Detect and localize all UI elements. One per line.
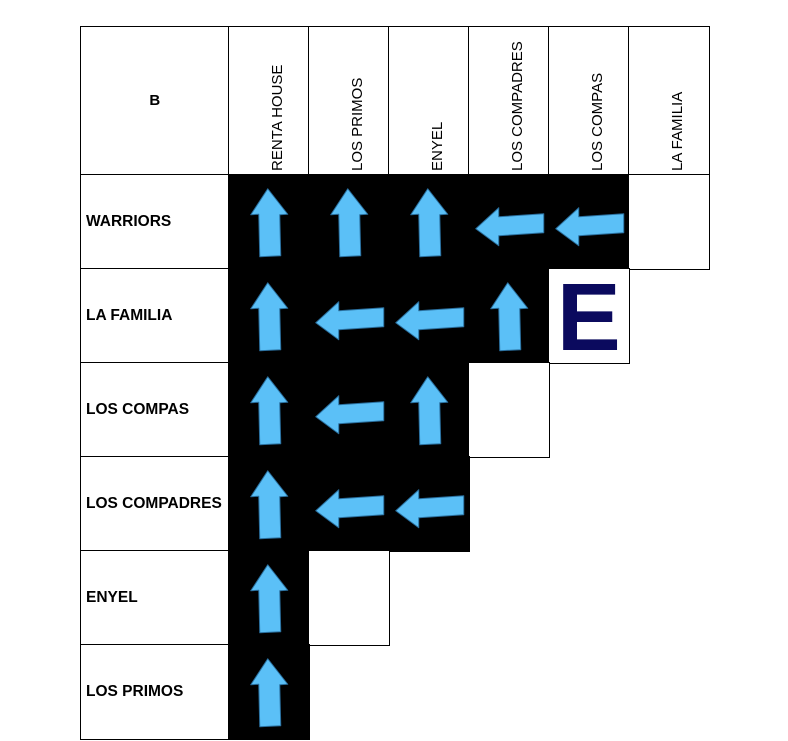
cell-arrow-up xyxy=(228,644,310,740)
arrow-up-icon xyxy=(490,282,529,352)
cell-arrow-up xyxy=(228,362,310,458)
cell-arrow-left xyxy=(388,268,470,364)
arrow-up-icon xyxy=(250,658,289,728)
cell-arrow-left xyxy=(308,268,390,364)
arrow-left-icon xyxy=(555,207,625,247)
cell-arrow-up xyxy=(228,550,310,646)
column-header-label: RENTA HOUSE xyxy=(268,64,286,171)
arrow-up-icon xyxy=(250,470,289,540)
column-header-label: ENYEL xyxy=(428,121,446,171)
row-header-warriors: WARRIORS xyxy=(80,174,230,270)
cell-arrow-left xyxy=(388,456,470,552)
column-header-los-compadres: LOS COMPADRES xyxy=(468,26,550,176)
column-header-la-familia: LA FAMILIA xyxy=(628,26,710,176)
cell-empty xyxy=(468,362,550,458)
corner-label: B xyxy=(80,26,230,176)
cell-arrow-up xyxy=(388,174,470,270)
cell-empty xyxy=(308,550,390,646)
column-header-renta-house: RENTA HOUSE xyxy=(228,26,310,176)
cell-letter-text: E xyxy=(556,263,621,371)
arrow-left-icon xyxy=(395,301,465,341)
cell-empty xyxy=(628,174,710,270)
arrow-left-icon xyxy=(315,489,385,529)
cell-arrow-left xyxy=(308,456,390,552)
arrow-left-icon xyxy=(395,489,465,529)
arrow-up-icon xyxy=(250,282,289,352)
cell-arrow-left xyxy=(308,362,390,458)
cell-arrow-left xyxy=(548,174,630,270)
row-header-la-familia: LA FAMILIA xyxy=(80,268,230,364)
arrow-left-icon xyxy=(315,395,385,435)
cell-arrow-up xyxy=(228,174,310,270)
row-header-los-primos: LOS PRIMOS xyxy=(80,644,230,740)
cell-arrow-up xyxy=(228,456,310,552)
arrow-up-icon xyxy=(410,376,449,446)
column-header-enyel: ENYEL xyxy=(388,26,470,176)
column-header-label: LOS PRIMOS xyxy=(348,77,366,171)
arrow-up-icon xyxy=(250,564,289,634)
cell-arrow-up xyxy=(308,174,390,270)
arrow-left-icon xyxy=(315,301,385,341)
column-header-label: LA FAMILIA xyxy=(668,91,686,171)
row-header-los-compas: LOS COMPAS xyxy=(80,362,230,458)
column-header-label: LOS COMPADRES xyxy=(508,40,526,171)
column-header-los-primos: LOS PRIMOS xyxy=(308,26,390,176)
column-header-los-compas: LOS COMPAS xyxy=(548,26,630,176)
arrow-up-icon xyxy=(330,188,369,258)
row-header-enyel: ENYEL xyxy=(80,550,230,646)
column-header-label: LOS COMPAS xyxy=(588,72,606,171)
cell-arrow-up xyxy=(468,268,550,364)
arrow-up-icon xyxy=(250,376,289,446)
arrow-up-icon xyxy=(410,188,449,258)
cell-letter: E xyxy=(548,263,630,371)
cell-arrow-up xyxy=(388,362,470,458)
cell-arrow-up xyxy=(228,268,310,364)
arrow-left-icon xyxy=(475,207,545,247)
row-header-los-compadres: LOS COMPADRES xyxy=(80,456,230,552)
arrow-up-icon xyxy=(250,188,289,258)
cell-arrow-left xyxy=(468,174,550,270)
